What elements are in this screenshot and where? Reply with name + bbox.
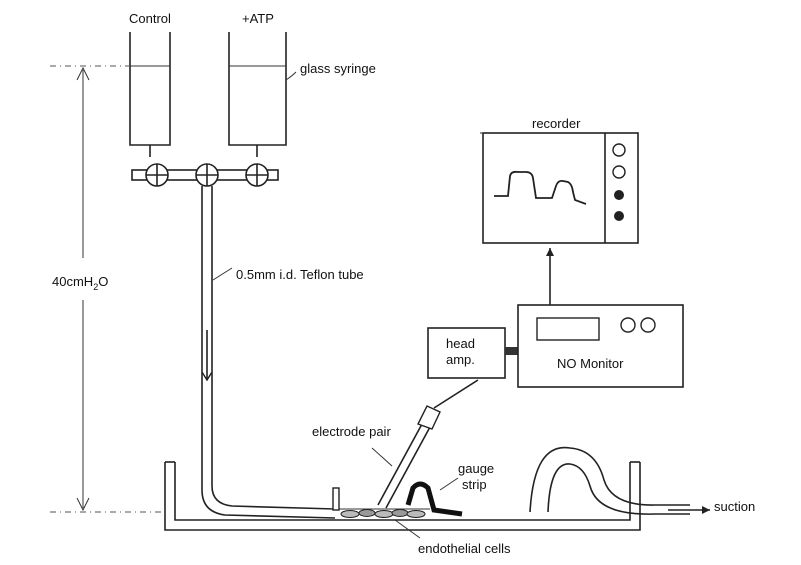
electrode-pair [377, 379, 479, 509]
recorder-trace [494, 170, 587, 205]
gauge-label-pointer [439, 477, 459, 491]
height-label: 40cmH2O [52, 274, 109, 292]
head-amp-label-line1: head [446, 336, 475, 351]
stopcock-manifold [131, 163, 279, 187]
recorder-knob-4 [614, 211, 624, 221]
stopcock-atp [245, 163, 269, 187]
recorder-label: recorder [532, 116, 581, 131]
amp-cable [505, 347, 522, 355]
recorder-knob-2 [612, 165, 626, 179]
recorder-knob-1 [612, 143, 626, 157]
endothelial-cells-label: endothelial cells [418, 541, 511, 556]
glass-syringe-pointer [285, 71, 297, 81]
tube-label-pointer [212, 267, 233, 281]
gauge-strip [405, 481, 463, 517]
electrode-label-pointer [371, 447, 393, 467]
suction-label: suction [714, 499, 756, 514]
gauge-label-line1: gauge [458, 461, 495, 476]
suction-tube [529, 446, 710, 515]
atp-label: +ATP [242, 11, 274, 26]
height-label-prefix: 40cmH [52, 274, 94, 289]
bath-chamber [164, 461, 641, 531]
stopcock-center [195, 163, 219, 187]
gauge-label-line2: strip [462, 477, 487, 492]
atp-syringe [228, 32, 287, 157]
no-monitor-label: NO Monitor [557, 356, 624, 371]
recorder [480, 132, 639, 244]
height-dimension [50, 65, 165, 513]
cells-label-pointer [394, 519, 421, 539]
height-label-suffix: O [98, 274, 109, 289]
glass-syringe-label: glass syringe [300, 61, 376, 76]
height-label-subscript: 2 [93, 282, 99, 292]
teflon-tube [201, 186, 336, 519]
teflon-tube-label: 0.5mm i.d. Teflon tube [236, 267, 364, 282]
endothelial-cells [330, 508, 430, 518]
monitor-display [536, 317, 600, 341]
head-amp-label-line2: amp. [446, 352, 475, 367]
support-post [332, 487, 340, 511]
monitor-knob-2 [640, 317, 656, 333]
electrode-pair-label: electrode pair [312, 424, 391, 439]
control-syringe [129, 32, 171, 157]
head-amp-box [427, 327, 506, 379]
no-monitor [517, 304, 684, 388]
stopcock-control [145, 163, 169, 187]
recorder-knob-3 [614, 190, 624, 200]
control-label: Control [129, 11, 171, 26]
monitor-knob-1 [620, 317, 636, 333]
